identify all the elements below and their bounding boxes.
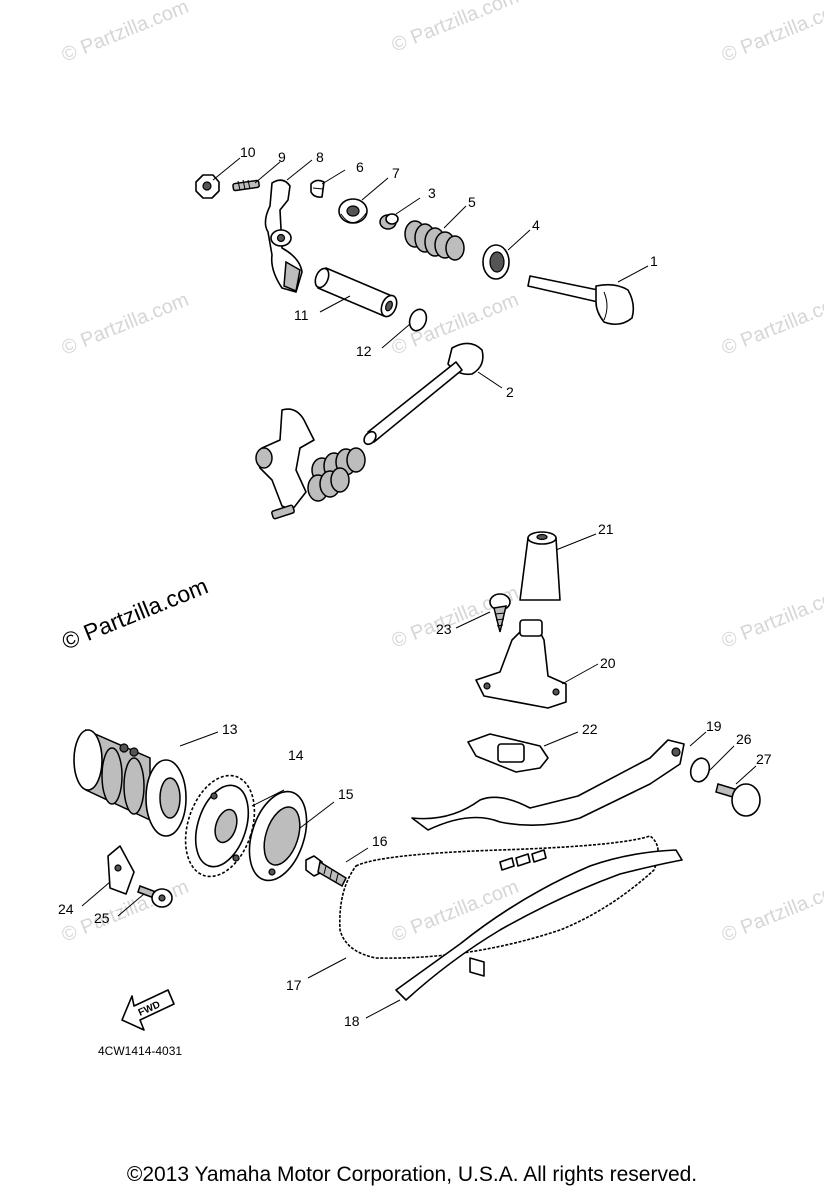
- label-9: 9: [278, 149, 286, 165]
- part-5-valve-spring[interactable]: [404, 220, 465, 261]
- watermark: © Partzilla.com: [59, 289, 192, 360]
- label-18: 18: [344, 1013, 360, 1029]
- copyright-notice: ©2013 Yamaha Motor Corporation, U.S.A. A…: [126, 1163, 698, 1186]
- label-26: 26: [736, 731, 752, 747]
- part-16-bolt[interactable]: [305, 855, 347, 888]
- label-4: 4: [532, 217, 540, 233]
- part-23-bolt[interactable]: [489, 593, 511, 633]
- watermark: © Partzilla.com: [389, 0, 522, 57]
- label-8: 8: [316, 149, 324, 165]
- part-11-rocker-shaft[interactable]: [313, 266, 400, 318]
- part-15-plate[interactable]: [239, 784, 317, 888]
- label-1: 1: [650, 253, 658, 269]
- label-7: 7: [392, 165, 400, 181]
- diagram-code: 4CW1414-4031: [98, 1044, 182, 1058]
- label-2: 2: [506, 384, 514, 400]
- part-17-cam-chain[interactable]: [339, 835, 659, 959]
- part-9-adjusting-screw[interactable]: [232, 179, 260, 192]
- label-16: 16: [372, 833, 388, 849]
- watermark-main: © Partzilla.com: [58, 572, 211, 654]
- label-10: 10: [240, 144, 256, 160]
- label-12: 12: [356, 343, 372, 359]
- part-19-chain-guide[interactable]: [411, 739, 685, 831]
- label-11: 11: [294, 307, 309, 323]
- part-14-sprocket[interactable]: [173, 767, 266, 886]
- label-27: 27: [756, 751, 772, 767]
- part-26-o-ring[interactable]: [688, 756, 713, 784]
- part-4-spring-seat[interactable]: [482, 244, 510, 280]
- label-3: 3: [428, 185, 436, 201]
- label-24: 24: [58, 901, 74, 917]
- label-14: 14: [288, 747, 304, 763]
- label-17: 17: [286, 977, 302, 993]
- part-13-camshaft[interactable]: [73, 728, 187, 837]
- label-20: 20: [600, 655, 616, 671]
- part-20-tensioner-body[interactable]: [475, 619, 567, 709]
- part-21-tensioner-cap[interactable]: [519, 531, 561, 601]
- fwd-arrow-icon: FWD: [121, 989, 175, 1031]
- label-19: 19: [706, 718, 722, 734]
- part-24-plate[interactable]: [107, 845, 135, 895]
- part-6-valve-cotter[interactable]: [310, 179, 325, 198]
- label-22: 22: [582, 721, 598, 737]
- watermark: © Partzilla.com: [389, 876, 522, 947]
- part-1-exhaust-valve[interactable]: [527, 275, 635, 326]
- part-7-spring-retainer[interactable]: [338, 198, 368, 224]
- label-23: 23: [436, 621, 452, 637]
- watermark: © Partzilla.com: [719, 0, 824, 67]
- part-25-bolt[interactable]: [137, 885, 173, 908]
- part-2-intake-valve[interactable]: [362, 342, 484, 446]
- label-25: 25: [94, 910, 110, 926]
- part-18-chain-guide[interactable]: [395, 849, 683, 1001]
- label-5: 5: [468, 194, 476, 210]
- label-15: 15: [338, 786, 354, 802]
- part-3-valve-stem-seal[interactable]: [379, 213, 399, 230]
- part-27-bolt[interactable]: [715, 783, 761, 817]
- label-6: 6: [356, 159, 364, 175]
- watermark: © Partzilla.com: [59, 0, 192, 67]
- part-8-rocker-arm[interactable]: [264, 179, 303, 293]
- part-12-o-ring[interactable]: [407, 307, 430, 333]
- watermark: © Partzilla.com: [719, 582, 824, 653]
- assembled-rocker: [255, 408, 366, 520]
- label-21: 21: [598, 521, 614, 537]
- leader-lines: [81, 157, 757, 1019]
- part-22-gasket[interactable]: [467, 733, 549, 773]
- watermark: © Partzilla.com: [719, 876, 824, 947]
- label-13: 13: [222, 721, 238, 737]
- part-10-nut[interactable]: [195, 174, 220, 199]
- part-number-labels: 10 9 8 6 7 3 5 4 1 11 12 2 21 23 20 22 1…: [58, 144, 772, 1029]
- watermark: © Partzilla.com: [719, 289, 824, 360]
